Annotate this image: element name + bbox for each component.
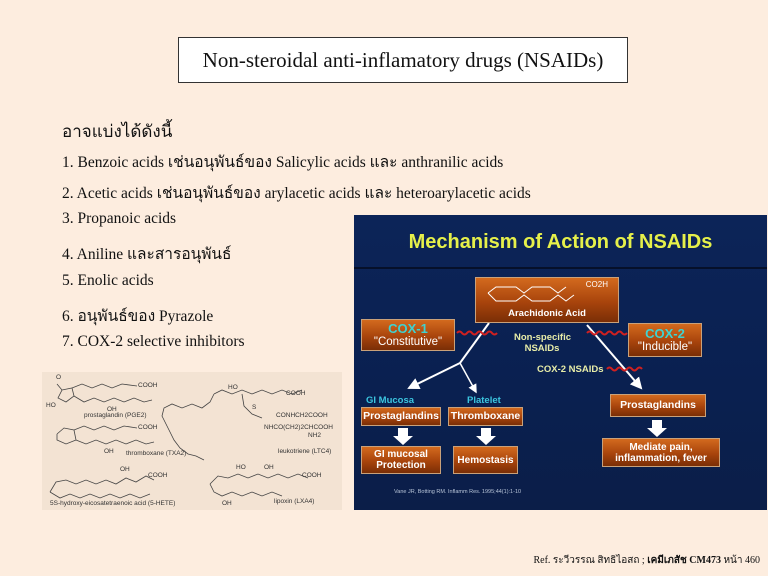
intro-text: อาจแบ่งได้ดังนี้ bbox=[62, 122, 173, 141]
arachidonic-label: Arachidonic Acid bbox=[508, 307, 586, 319]
txa2-label: thromboxane (TXA2) bbox=[126, 450, 187, 457]
slide-title-text: Non-steroidal anti-inflamatory drugs (NS… bbox=[202, 47, 604, 72]
inhibition-squiggle-cox2 bbox=[586, 330, 628, 336]
platelet-label: Platelet bbox=[467, 395, 501, 406]
oh-label: OH bbox=[107, 406, 117, 413]
cox1-box: COX-1 "Constitutive" bbox=[361, 319, 455, 351]
cox2-box: COX-2 "Inducible" bbox=[628, 323, 702, 357]
inhibition-squiggle-cox2-nsaids bbox=[606, 366, 643, 372]
pge2-label: prostaglandin (PGE2) bbox=[84, 412, 147, 419]
thromboxane-box: Thromboxane bbox=[448, 407, 523, 426]
gi-protection-box: GI mucosal Protection bbox=[361, 446, 441, 474]
prostaglandins-left-box: Prostaglandins bbox=[361, 407, 441, 426]
oh-label: OH bbox=[104, 448, 114, 455]
prostaglandins-right-box: Prostaglandins bbox=[610, 394, 706, 417]
list-item: 6. อนุพันธ์ของ Pyrazole bbox=[62, 308, 214, 325]
arachidonic-acid-box: CO2H Arachidonic Acid bbox=[475, 277, 619, 323]
ho-label: HO bbox=[236, 464, 246, 471]
cox1-sub: "Constitutive" bbox=[373, 335, 443, 348]
cooh-label: COOH bbox=[138, 424, 158, 431]
reference-footer: Ref. ระวีวรรณ สิทธิไอสถ ; เคมีเภสัช CM47… bbox=[533, 553, 760, 568]
ho-label: HO bbox=[228, 384, 238, 391]
oh-label: OH bbox=[120, 466, 130, 473]
list-item: 3. Propanoic acids bbox=[62, 210, 177, 227]
nhco-label: NHCO(CH2)2CHCOOH bbox=[264, 424, 333, 431]
chemical-structures-image: O COOH HO OH prostaglandin (PGE2) COOH O… bbox=[42, 372, 342, 510]
gi-mucosa-label: GI Mucosa bbox=[366, 395, 415, 406]
diagram-arrows bbox=[393, 322, 667, 445]
reference-course: เคมีเภสัช CM473 bbox=[647, 555, 721, 566]
cox2-nsaids-label: COX-2 NSAIDs bbox=[537, 364, 604, 375]
oxygen-label: O bbox=[56, 374, 62, 381]
slide-title: Non-steroidal anti-inflamatory drugs (NS… bbox=[178, 37, 628, 83]
conh-label: CONHCH2COOH bbox=[276, 412, 328, 419]
arachidonic-structure bbox=[487, 286, 575, 302]
cox2-label: COX-2 bbox=[645, 325, 685, 341]
list-item: 1. Benzoic acids เช่นอนุพันธ์ของ Salicyl… bbox=[62, 154, 504, 171]
list-item: 2. Acetic acids เช่นอนุพันธ์ของ arylacet… bbox=[62, 185, 531, 202]
gi-protection-line1: GI mucosal bbox=[374, 449, 428, 460]
lxa4-label: lipoxin (LXA4) bbox=[274, 498, 315, 505]
cooh-label: COOH bbox=[302, 472, 322, 479]
nonspecific-line1: Non-specific bbox=[514, 332, 572, 343]
oh-label: OH bbox=[264, 464, 274, 471]
sulfur-label: S bbox=[252, 404, 257, 411]
list-item: 5. Enolic acids bbox=[62, 272, 154, 289]
cox2-sub: "Inducible" bbox=[637, 340, 693, 353]
structure-drawings bbox=[49, 383, 309, 499]
diagram-citation: Vane JR, Botting RM. Inflamm Res. 1995;4… bbox=[394, 489, 522, 495]
nsaid-mechanism-diagram: Mechanism of Action of NSAIDs CO2H Arach… bbox=[354, 215, 767, 510]
hete-label: 5S-hydroxy-eicosatetraenoic acid (5-HETE… bbox=[50, 500, 176, 507]
mediate-box: Mediate pain, inflammation, fever bbox=[602, 438, 720, 467]
cooh-label: COOH bbox=[138, 382, 158, 389]
nh2-label: NH2 bbox=[308, 432, 322, 439]
cox1-label: COX-1 bbox=[388, 320, 428, 336]
reference-prefix: Ref. ระวีวรรณ สิทธิไอสถ ; bbox=[533, 555, 648, 566]
cooh-label: COOH bbox=[148, 472, 168, 479]
reference-page: หน้า 460 bbox=[720, 555, 760, 566]
down-arrows bbox=[393, 420, 667, 445]
list-item: 7. COX-2 selective inhibitors bbox=[62, 333, 245, 350]
ho-label: HO bbox=[46, 402, 56, 409]
nonspecific-line2: NSAIDs bbox=[524, 343, 560, 355]
hemostasis-box: Hemostasis bbox=[453, 446, 518, 474]
ltc4-label: leukotriene (LTC4) bbox=[278, 448, 332, 455]
nonspecific-nsaids-label: Non-specific NSAIDs bbox=[514, 332, 572, 355]
oh-label: OH bbox=[222, 500, 232, 507]
gi-protection-line2: Protection bbox=[376, 460, 426, 471]
down-arrow-icon bbox=[476, 428, 496, 445]
mediate-line1: Mediate pain, bbox=[629, 441, 693, 453]
cooh-label: COOH bbox=[286, 390, 306, 397]
arrow-to-platelet bbox=[459, 362, 477, 394]
co2h-label: CO2H bbox=[585, 280, 608, 289]
arrow-to-prostaglandins bbox=[586, 324, 643, 390]
down-arrow-icon bbox=[393, 428, 413, 445]
list-item: 4. Aniline และสารอนุพันธ์ bbox=[62, 246, 232, 263]
diagram-title: Mechanism of Action of NSAIDs bbox=[408, 231, 713, 253]
title-divider bbox=[354, 267, 767, 269]
mediate-line2: inflammation, fever bbox=[615, 452, 707, 464]
down-arrow-icon bbox=[647, 420, 667, 437]
inhibition-squiggle-cox1 bbox=[456, 330, 498, 336]
